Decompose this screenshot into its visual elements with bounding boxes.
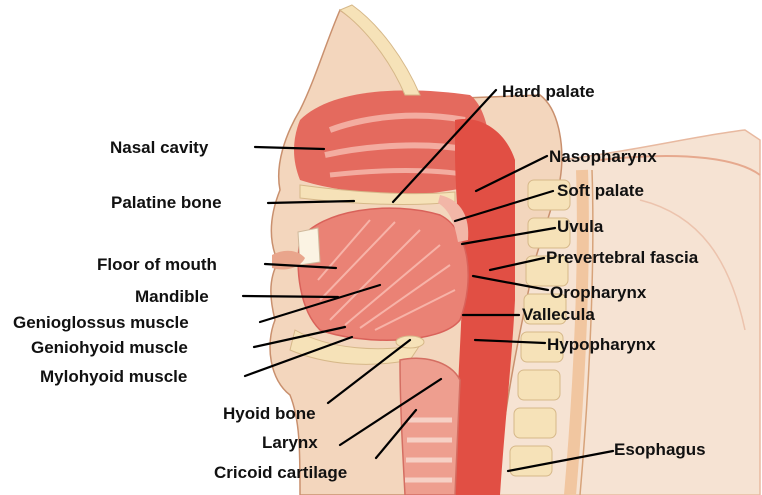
label-nasal-cavity: Nasal cavity — [110, 138, 209, 157]
leader-mandible — [243, 296, 338, 297]
label-mandible: Mandible — [135, 287, 209, 306]
label-uvula: Uvula — [557, 217, 604, 236]
label-cricoid-cartilage: Cricoid cartilage — [214, 463, 347, 482]
label-geniohyoid-muscle: Geniohyoid muscle — [31, 338, 188, 357]
label-hypopharynx: Hypopharynx — [547, 335, 656, 354]
label-nasopharynx: Nasopharynx — [549, 147, 657, 166]
label-hard-palate: Hard palate — [502, 82, 595, 101]
label-larynx: Larynx — [262, 433, 318, 452]
label-genioglossus-muscle: Genioglossus muscle — [13, 313, 189, 332]
label-palatine-bone: Palatine bone — [111, 193, 222, 212]
label-floor-of-mouth: Floor of mouth — [97, 255, 217, 274]
label-esophagus: Esophagus — [614, 440, 706, 459]
larynx-shape — [400, 358, 460, 495]
label-soft-palate: Soft palate — [557, 181, 644, 200]
label-prevertebral-fascia: Prevertebral fascia — [546, 248, 699, 267]
label-oropharynx: Oropharynx — [550, 283, 647, 302]
label-hyoid-bone: Hyoid bone — [223, 404, 316, 423]
label-mylohyoid-muscle: Mylohyoid muscle — [40, 367, 187, 386]
label-vallecula: Vallecula — [522, 305, 595, 324]
